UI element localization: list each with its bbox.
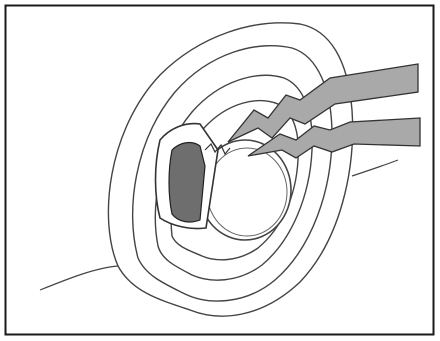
ground-line-left: [40, 266, 118, 290]
cutaway-dark-core: [169, 143, 205, 222]
ground-line-right: [352, 160, 398, 176]
